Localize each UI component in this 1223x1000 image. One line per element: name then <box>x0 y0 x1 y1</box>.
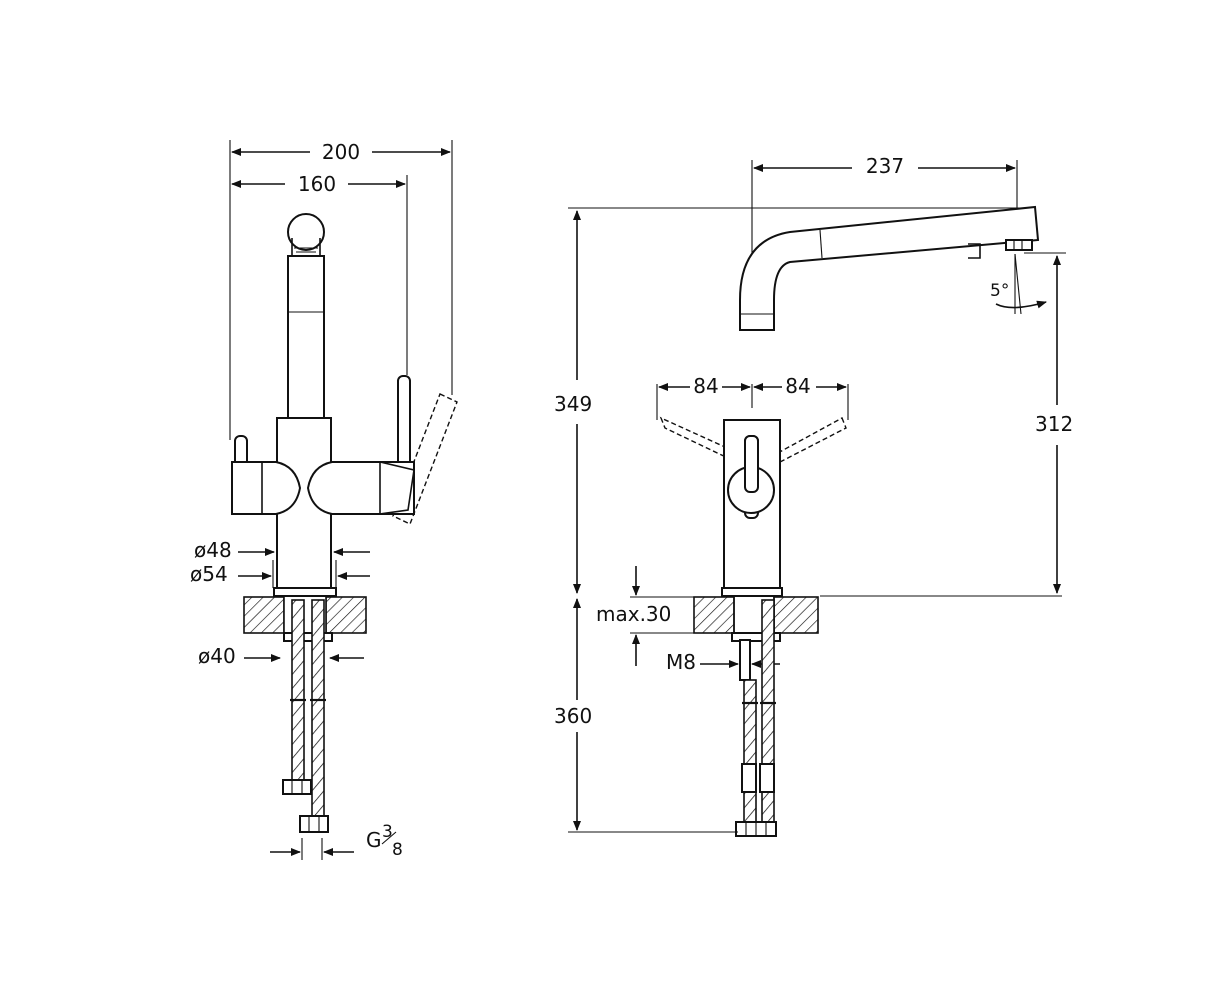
dim-deck-max: max.30 <box>596 602 671 626</box>
connection-thread-numerator: 3 <box>382 822 393 842</box>
right-view: 237 349 312 5° 84 84 <box>554 154 1073 837</box>
dim-dia-base: ø54 <box>190 562 228 586</box>
dim-hose-length: 360 <box>554 704 592 728</box>
connection-thread-label: G <box>366 828 382 852</box>
dim-width-lever: 160 <box>298 172 336 196</box>
dim-dia-top: ø48 <box>194 538 232 562</box>
dim-stud: M8 <box>666 650 696 674</box>
dim-reach: 237 <box>866 154 904 178</box>
left-view: 200 160 ø48 ø54 <box>190 140 458 860</box>
dim-width-overall: 200 <box>322 140 360 164</box>
dim-lever-left: 84 <box>693 374 718 398</box>
connection-thread-denominator: 8 <box>392 840 403 860</box>
dim-height-spout: 312 <box>1035 412 1073 436</box>
dim-angle: 5° <box>990 281 1009 301</box>
dim-dia-thread: ø40 <box>198 644 236 668</box>
dim-height-total: 349 <box>554 392 592 416</box>
dim-lever-right: 84 <box>785 374 810 398</box>
